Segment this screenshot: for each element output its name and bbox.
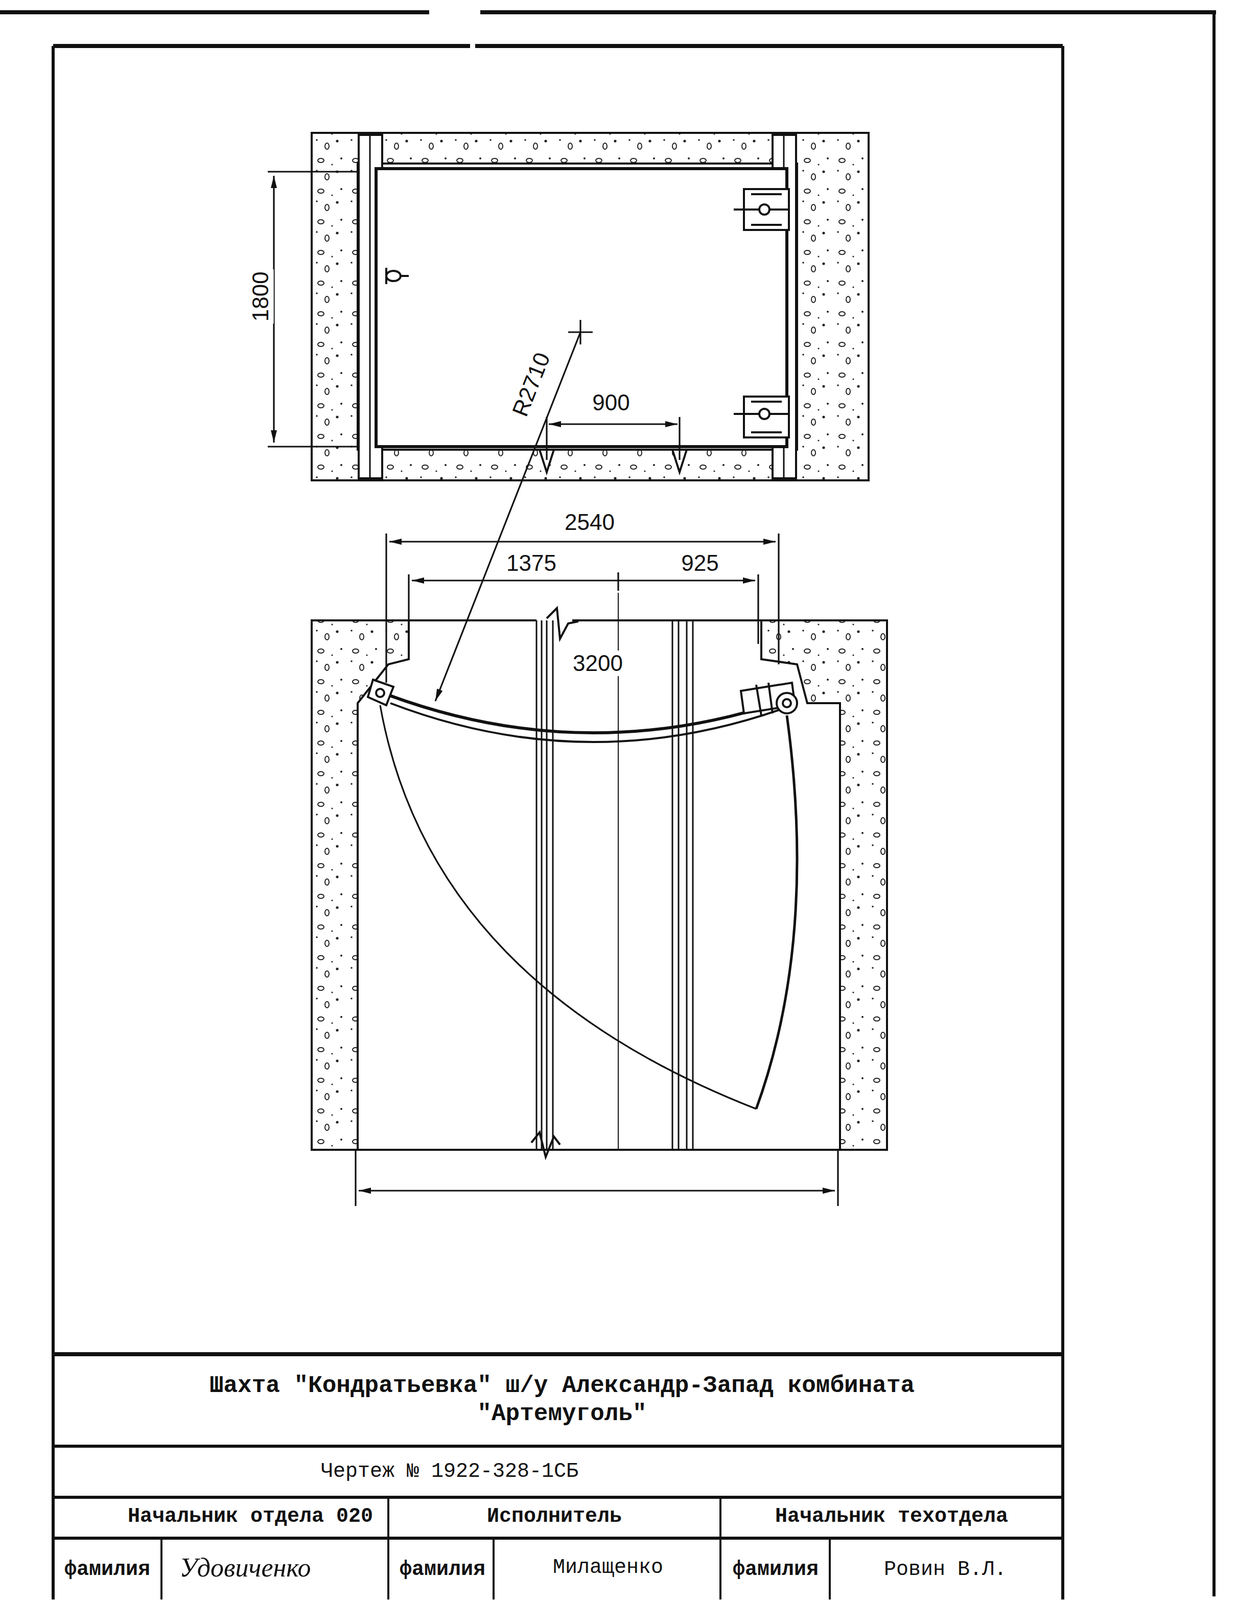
plan-view-part-part xyxy=(743,396,789,438)
plan-view-part-part xyxy=(751,400,782,403)
section-view-part xyxy=(756,684,762,716)
drawing-frame-part xyxy=(51,45,55,1600)
person-name: Ровин В.Л. xyxy=(883,1557,1007,1582)
radius-dimension: R2710 xyxy=(506,346,557,423)
title-block-part xyxy=(387,1497,390,1600)
dimension-value: 2540 xyxy=(562,509,617,536)
section-view-part xyxy=(782,698,791,708)
section-view-part xyxy=(756,715,798,1109)
title-block-field: фамилия xyxy=(399,1557,486,1582)
section-view-part xyxy=(388,694,789,733)
dimension-lines-part xyxy=(267,170,360,173)
plan-view xyxy=(311,132,869,481)
dimension-lines-part xyxy=(389,540,776,543)
plan-view-part xyxy=(369,134,371,479)
signature-name: Удовиченко xyxy=(179,1552,311,1583)
person-name: Милащенко xyxy=(552,1555,664,1580)
dimension-value: 1800 xyxy=(247,269,274,324)
plan-view-part xyxy=(376,168,787,447)
section-view-part-part xyxy=(535,620,538,1150)
dimension-lines-part xyxy=(354,1149,357,1206)
section-view-part xyxy=(390,703,787,742)
title-block-field: Исполнитель xyxy=(486,1504,622,1529)
plan-view-part xyxy=(400,274,409,277)
dimension-lines-part xyxy=(435,332,581,702)
title-block-field: Начальник отдела 020 xyxy=(127,1504,373,1529)
section-view-part xyxy=(311,620,409,1150)
dimension-lines-part xyxy=(411,579,756,581)
section-view-part xyxy=(311,1148,888,1151)
section-view-part xyxy=(617,592,619,1150)
section-view-part-part xyxy=(678,620,680,1150)
drawing-frame-part xyxy=(480,10,1217,15)
title-block-part xyxy=(53,1536,1063,1540)
section-view-part xyxy=(311,619,537,622)
title-block-field: фамилия xyxy=(64,1557,151,1582)
dimension-lines-part xyxy=(757,574,759,644)
section-view-part-part xyxy=(692,620,694,1150)
title-block-heading: Шахта "Кондратьевка" ш/у Александр-Запад… xyxy=(153,1371,971,1429)
dimension-lines-part xyxy=(545,416,548,460)
drawing-frame-part xyxy=(0,10,430,15)
dimension-lines-part xyxy=(836,1149,839,1206)
drawing-frame xyxy=(0,12,1217,1600)
title-block-part xyxy=(492,1537,495,1600)
section-view-part xyxy=(376,688,385,697)
drawing-frame-part xyxy=(1212,12,1216,1597)
plan-view-part xyxy=(386,270,401,282)
drawing-frame-part xyxy=(53,43,471,49)
dimension-value: 925 xyxy=(679,550,721,577)
plan-view-part xyxy=(733,189,789,438)
title-block-field: фамилия xyxy=(732,1557,819,1582)
dimension-lines-part xyxy=(267,445,360,448)
drawing-number: Чертеж № 1922-328-1СБ xyxy=(320,1459,579,1484)
dimension-lines xyxy=(267,171,838,1206)
title-block-part xyxy=(53,1495,1063,1499)
drawing-frame-part xyxy=(475,43,1063,49)
title-block-part xyxy=(719,1497,722,1600)
plan-view-part-part xyxy=(759,204,770,215)
section-view-part xyxy=(572,619,888,622)
dimension-lines-part xyxy=(617,572,619,591)
section-view-part-part xyxy=(546,620,548,1150)
dimension-value: 3200 xyxy=(570,650,625,677)
plan-view-part xyxy=(311,132,869,481)
title-block-part xyxy=(53,1444,1063,1448)
drawing-frame-part xyxy=(1061,45,1065,1600)
plan-view-part-part xyxy=(751,193,782,196)
section-view xyxy=(311,592,888,1157)
plan-view-part-part xyxy=(751,431,782,434)
section-view-part-part xyxy=(686,620,688,1150)
section-view-part xyxy=(380,705,757,1109)
title-block-part xyxy=(53,1351,1063,1357)
section-view-part xyxy=(761,620,888,1150)
title-block-part xyxy=(160,1537,163,1600)
dimension-value: 1375 xyxy=(504,550,559,577)
title-block-part xyxy=(828,1537,831,1600)
section-view-part xyxy=(531,1132,560,1157)
section-view-part xyxy=(546,608,579,639)
dimension-lines-part xyxy=(548,423,678,425)
section-view-part xyxy=(367,679,394,706)
title-block xyxy=(53,1354,1063,1600)
dimension-value: 900 xyxy=(590,389,632,416)
dimension-lines-part xyxy=(678,416,681,460)
plan-view-part-part xyxy=(759,408,770,419)
plan-view-part xyxy=(539,449,687,473)
title-block-field: Начальник техотдела xyxy=(775,1504,1009,1529)
section-view-part xyxy=(776,692,798,714)
plan-view-part-part xyxy=(751,223,782,226)
dimension-lines-part xyxy=(358,1189,835,1192)
section-view-part-part xyxy=(552,620,554,1150)
section-view-part xyxy=(768,682,773,714)
section-view-part-part xyxy=(541,620,543,1150)
